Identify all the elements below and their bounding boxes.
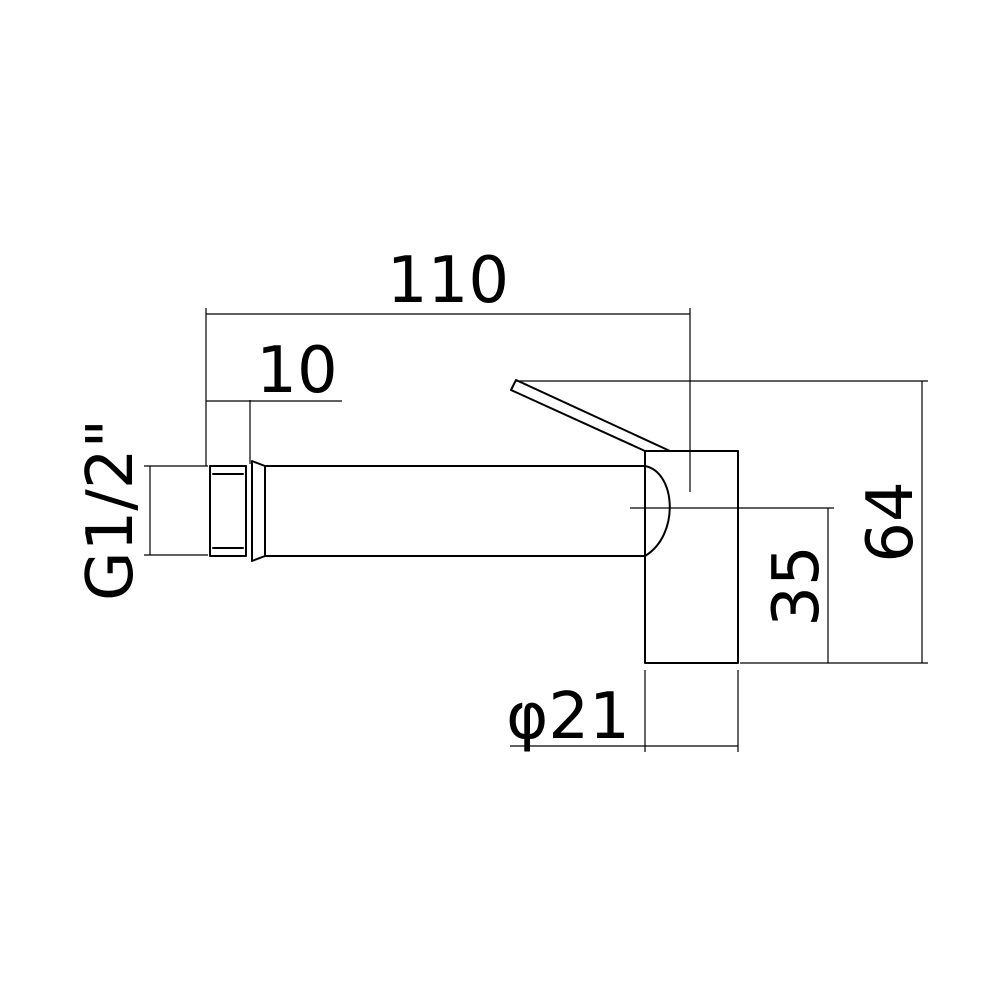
thread-size-label: G1/2" [74,419,148,601]
lever-handle [510,379,671,452]
dim-thread-size: G1/2" [74,419,208,601]
dim-overall-length: 110 [205,244,691,492]
thread-length-label: 10 [256,334,337,408]
thread-connector [209,465,247,557]
dim-total-height: 64 [516,380,928,664]
dim-spout-height: 35 [630,507,834,663]
flange [251,460,266,562]
spout-height-label: 35 [760,545,834,626]
spout-tube [264,465,671,557]
body-block [644,450,739,664]
overall-length-label: 110 [387,244,509,318]
faucet-outline [209,379,739,664]
total-height-label: 64 [854,481,928,562]
body-diameter-label: φ21 [506,680,630,754]
dim-body-diameter: φ21 [506,670,739,754]
dim-thread-length: 10 [206,334,342,464]
